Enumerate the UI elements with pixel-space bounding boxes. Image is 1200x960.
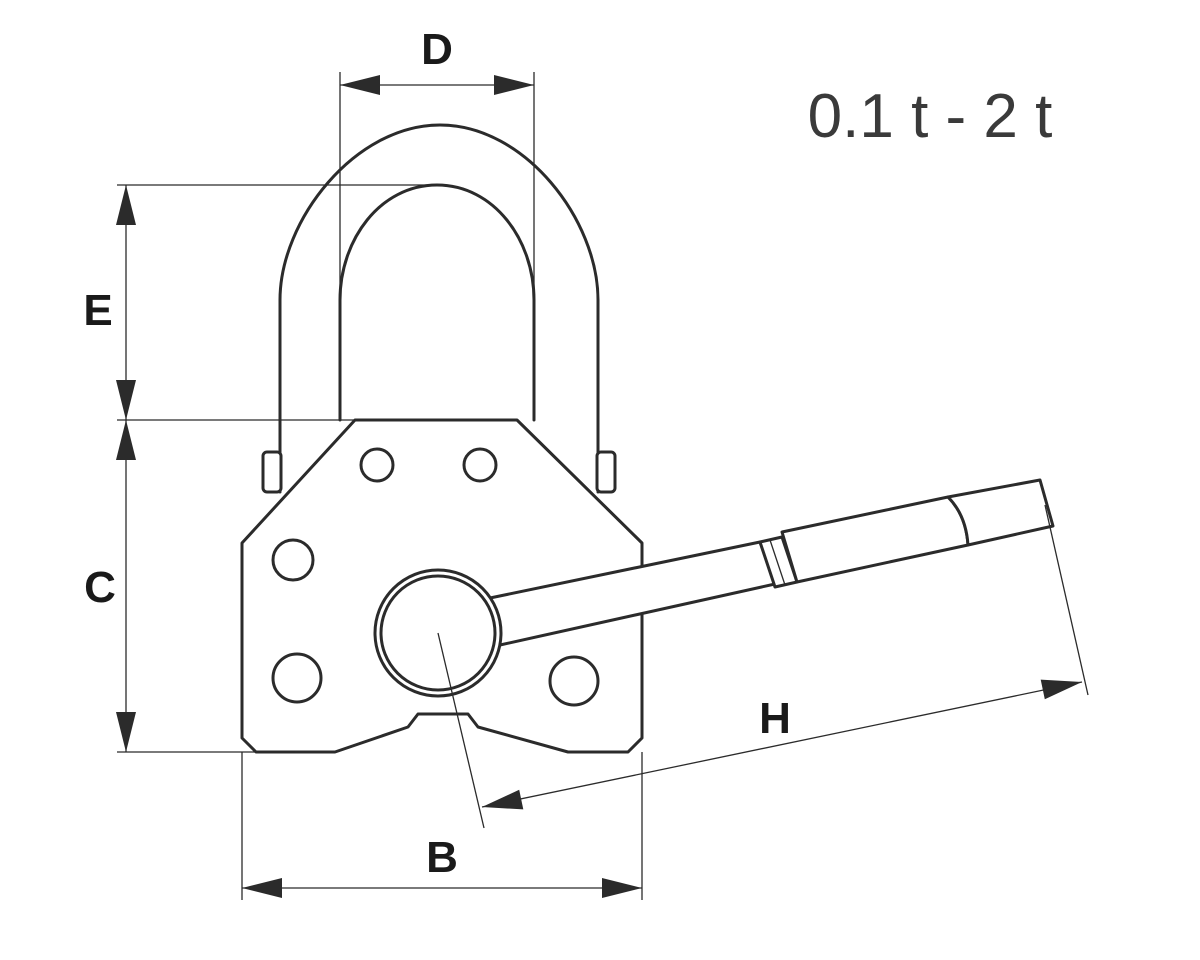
lever-tip <box>946 478 1055 547</box>
magnet-body-bevel-line <box>521 423 641 541</box>
dim-d-label: D <box>421 25 453 74</box>
dim-h-extension-pivot <box>437 632 485 829</box>
dimension-h: H <box>437 504 1089 829</box>
dim-e-label: E <box>83 286 112 335</box>
lever-grip <box>780 495 970 584</box>
right-lower-hole <box>548 655 600 707</box>
top-left-hole <box>359 447 395 483</box>
dim-d-arrow-right <box>494 75 534 95</box>
lifting-shackle <box>261 123 617 494</box>
dim-d-arrow-left <box>340 75 380 95</box>
dim-c-arrow-bottom <box>116 712 136 752</box>
dim-h-arrow-right <box>1040 679 1082 700</box>
lever-collar-ring <box>769 539 786 586</box>
dim-h-extension-tip <box>1044 504 1089 696</box>
dim-c-arrow-top <box>116 420 136 460</box>
dim-h-arrow-left <box>482 789 524 810</box>
release-lever <box>373 478 1055 698</box>
shackle-inner-outline <box>338 183 536 422</box>
dim-c-label: C <box>84 563 116 612</box>
lever-pivot-inner <box>379 574 497 692</box>
shackle-left-pin <box>261 450 283 494</box>
dimension-d: D <box>339 25 535 420</box>
dimension-c: C <box>84 420 295 753</box>
dimension-b: B <box>241 752 643 900</box>
top-right-hole <box>462 447 498 483</box>
dim-h-line <box>481 681 1083 808</box>
shackle-right-pin <box>595 450 617 494</box>
dim-b-label: B <box>426 833 458 882</box>
dim-e-arrow-bottom <box>116 380 136 420</box>
dim-b-arrow-right <box>602 878 642 898</box>
dim-e-arrow-top <box>116 185 136 225</box>
dim-b-arrow-left <box>242 878 282 898</box>
dim-h-label: H <box>759 694 791 743</box>
capacity-range-label: 0.1 t - 2 t <box>808 82 1053 151</box>
shackle-outer-outline <box>278 123 600 494</box>
left-upper-hole <box>271 538 315 582</box>
dimension-e: E <box>83 184 437 421</box>
left-lower-hole <box>271 652 323 704</box>
